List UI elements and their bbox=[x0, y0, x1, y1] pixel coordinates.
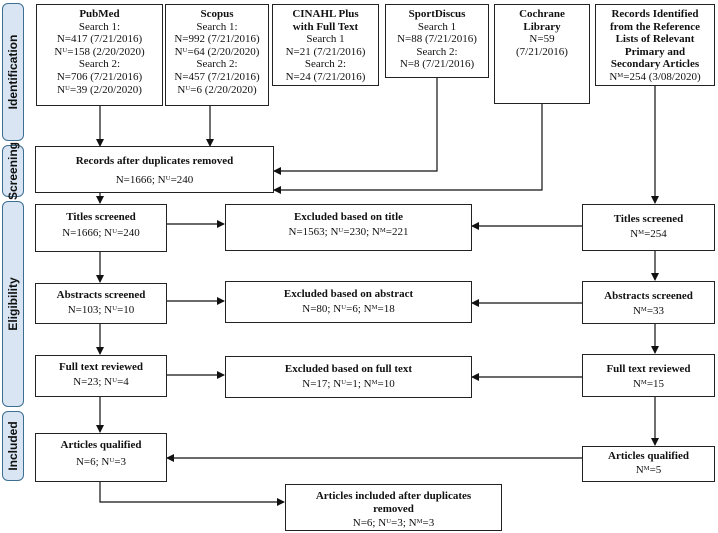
source-cochrane-line: N=59 bbox=[529, 33, 555, 46]
source-reference-lists-title: from the Reference bbox=[610, 20, 700, 33]
source-pubmed-line: Search 2: bbox=[78, 58, 121, 71]
articles-included-title: Articles included after duplicates bbox=[315, 490, 472, 502]
left-titles-screened-count: N=1666; Nᵁ=240 bbox=[62, 226, 140, 239]
phase-identification: Identification bbox=[2, 3, 24, 141]
right-fulltext-reviewed-title: Full text reviewed bbox=[606, 363, 691, 375]
source-cochrane-title: Cochrane bbox=[519, 8, 565, 20]
source-cinahl-box: CINAHL Plus with Full Text Search 1 N=21… bbox=[272, 4, 379, 86]
source-reference-lists-title: Primary and bbox=[624, 45, 686, 58]
source-pubmed-box: PubMed Search 1: N=417 (7/21/2016) Nᵁ=15… bbox=[36, 4, 163, 106]
left-abstracts-screened-box: Abstracts screened N=103; Nᵁ=10 bbox=[35, 283, 167, 324]
right-abstracts-screened-title: Abstracts screened bbox=[604, 290, 693, 302]
left-articles-qualified-count: N=6; Nᵁ=3 bbox=[75, 455, 127, 468]
articles-included-count: N=6; Nᵁ=3; Nᴹ=3 bbox=[352, 517, 435, 530]
source-cochrane-line: (7/21/2016) bbox=[516, 45, 568, 58]
source-pubmed-line: Nᵁ=158 (2/20/2020) bbox=[54, 45, 145, 58]
left-fulltext-reviewed-count: N=23; Nᵁ=4 bbox=[73, 375, 129, 388]
source-scopus-line: Nᵁ=64 (2/20/2020) bbox=[174, 45, 260, 58]
right-fulltext-reviewed-box: Full text reviewed Nᴹ=15 bbox=[582, 354, 715, 397]
source-reference-lists-title: Lists of Relevant bbox=[615, 33, 695, 46]
source-cinahl-line: Search 1 bbox=[306, 33, 345, 46]
right-articles-qualified-title: Articles qualified bbox=[608, 450, 689, 462]
source-cochrane-title-2: Library bbox=[523, 20, 561, 33]
source-scopus-line: Search 2: bbox=[196, 58, 238, 71]
source-cochrane-box: Cochrane Library N=59 (7/21/2016) bbox=[494, 4, 590, 104]
right-abstracts-screened-count: Nᴹ=33 bbox=[632, 304, 665, 317]
source-pubmed-title: PubMed bbox=[79, 8, 120, 20]
source-pubmed-line: Search 1: bbox=[78, 20, 121, 33]
excluded-abstract-title: Excluded based on abstract bbox=[283, 288, 414, 300]
phase-screening: Screening bbox=[2, 142, 24, 200]
source-pubmed-line: N=706 (7/21/2016) bbox=[56, 70, 143, 83]
right-fulltext-reviewed-count: Nᴹ=15 bbox=[632, 377, 665, 390]
source-scopus-line: N=992 (7/21/2016) bbox=[174, 33, 260, 46]
excluded-fulltext-box: Excluded based on full text N=17; Nᵁ=1; … bbox=[225, 356, 472, 398]
records-after-duplicates-box: Records after duplicates removed N=1666;… bbox=[35, 146, 274, 193]
records-after-duplicates-title: Records after duplicates removed bbox=[75, 155, 234, 167]
left-articles-qualified-box: Articles qualified N=6; Nᵁ=3 bbox=[35, 433, 167, 482]
source-cinahl-title: CINAHL Plus bbox=[292, 8, 359, 20]
source-cinahl-title-2: with Full Text bbox=[292, 20, 359, 33]
articles-included-box: Articles included after duplicates remov… bbox=[285, 484, 502, 531]
source-pubmed-line: N=417 (7/21/2016) bbox=[56, 33, 143, 46]
left-fulltext-reviewed-box: Full text reviewed N=23; Nᵁ=4 bbox=[35, 355, 167, 397]
source-sportdiscus-title: SportDiscus bbox=[408, 8, 466, 20]
phase-included: Included bbox=[2, 411, 24, 481]
excluded-title-box: Excluded based on title N=1563; Nᵁ=230; … bbox=[225, 204, 472, 251]
right-abstracts-screened-box: Abstracts screened Nᴹ=33 bbox=[582, 281, 715, 324]
right-titles-screened-title: Titles screened bbox=[613, 213, 684, 225]
right-titles-screened-box: Titles screened Nᴹ=254 bbox=[582, 204, 715, 251]
records-after-duplicates-count: N=1666; Nᵁ=240 bbox=[115, 173, 194, 186]
excluded-fulltext-count: N=17; Nᵁ=1; Nᴹ=10 bbox=[302, 377, 395, 390]
excluded-title-count: N=1563; Nᵁ=230; Nᴹ=221 bbox=[288, 225, 409, 238]
source-cinahl-line: Search 2: bbox=[304, 58, 347, 71]
excluded-abstract-box: Excluded based on abstract N=80; Nᵁ=6; N… bbox=[225, 281, 472, 323]
left-titles-screened-box: Titles screened N=1666; Nᵁ=240 bbox=[35, 204, 167, 252]
source-sportdiscus-box: SportDiscus Search 1 N=88 (7/21/2016) Se… bbox=[385, 4, 489, 78]
left-fulltext-reviewed-title: Full text reviewed bbox=[58, 361, 144, 373]
source-sportdiscus-line: Search 2: bbox=[416, 45, 458, 58]
source-reference-lists-title: Secondary Articles bbox=[610, 58, 700, 71]
excluded-title-title: Excluded based on title bbox=[293, 211, 404, 223]
right-titles-screened-count: Nᴹ=254 bbox=[630, 227, 667, 240]
source-sportdiscus-line: N=88 (7/21/2016) bbox=[397, 33, 477, 46]
articles-included-title-2: removed bbox=[373, 502, 414, 515]
source-reference-lists-box: Records Identified from the Reference Li… bbox=[595, 4, 715, 86]
left-abstracts-screened-count: N=103; Nᵁ=10 bbox=[67, 303, 135, 316]
source-cinahl-line: N=24 (7/21/2016) bbox=[285, 70, 366, 83]
source-scopus-line: Search 1: bbox=[196, 20, 238, 33]
source-sportdiscus-line: N=8 (7/21/2016) bbox=[399, 58, 475, 71]
right-articles-qualified-box: Articles qualified Nᴹ=5 bbox=[582, 446, 715, 482]
source-reference-lists-title: Records Identified bbox=[611, 8, 699, 20]
source-scopus-line: Nᵁ=6 (2/20/2020) bbox=[177, 83, 257, 96]
excluded-abstract-count: N=80; Nᵁ=6; Nᴹ=18 bbox=[302, 302, 395, 315]
phase-eligibility: Eligibility bbox=[2, 201, 24, 407]
source-scopus-line: N=457 (7/21/2016) bbox=[174, 70, 260, 83]
left-titles-screened-title: Titles screened bbox=[66, 211, 136, 223]
source-sportdiscus-line: Search 1 bbox=[417, 20, 457, 33]
source-reference-lists-count: Nᴹ=254 (3/08/2020) bbox=[609, 70, 701, 83]
excluded-fulltext-title: Excluded based on full text bbox=[284, 363, 413, 375]
source-scopus-title: Scopus bbox=[200, 8, 234, 20]
source-scopus-box: Scopus Search 1: N=992 (7/21/2016) Nᵁ=64… bbox=[165, 4, 269, 106]
left-articles-qualified-title: Articles qualified bbox=[60, 439, 142, 451]
source-pubmed-line: Nᵁ=39 (2/20/2020) bbox=[57, 83, 142, 96]
source-cinahl-line: N=21 (7/21/2016) bbox=[285, 45, 366, 58]
right-articles-qualified-count: Nᴹ=5 bbox=[635, 463, 662, 476]
left-abstracts-screened-title: Abstracts screened bbox=[56, 289, 146, 301]
